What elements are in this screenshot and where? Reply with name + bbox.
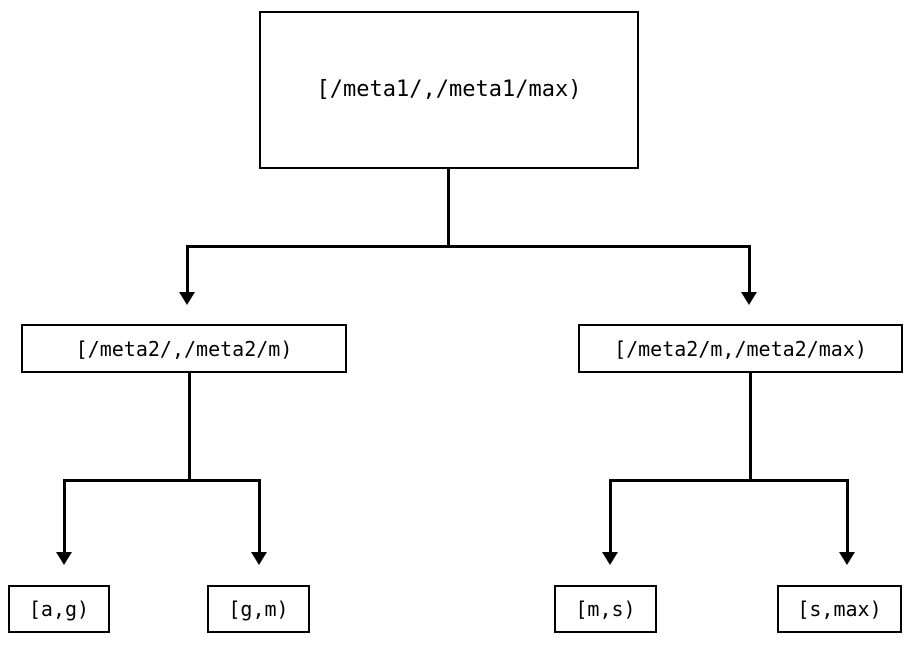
- arrowhead-mid-right-to-leaf-smax-icon: [839, 552, 855, 565]
- node-leaf-ms-label: [m,s): [575, 597, 636, 621]
- node-mid-left[interactable]: [/meta2/,/meta2/m): [21, 324, 347, 373]
- edge-root-to-mid-right-drop: [748, 245, 751, 293]
- edge-mid-left-stem: [188, 373, 191, 479]
- node-leaf-smax[interactable]: [s,max): [777, 585, 902, 633]
- node-root[interactable]: [/meta1/,/meta1/max): [259, 11, 639, 169]
- node-mid-right-label: [/meta2/m,/meta2/max): [614, 336, 867, 361]
- node-mid-left-label: [/meta2/,/meta2/m): [75, 336, 293, 361]
- arrowhead-root-to-mid-right-icon: [741, 292, 757, 305]
- node-leaf-ms[interactable]: [m,s): [554, 585, 657, 633]
- edge-mid-right-stem: [749, 373, 752, 479]
- node-leaf-gm[interactable]: [g,m): [207, 585, 310, 633]
- arrowhead-root-to-mid-left-icon: [179, 292, 195, 305]
- edge-mid-right-crossbar: [609, 479, 849, 482]
- node-mid-right[interactable]: [/meta2/m,/meta2/max): [578, 324, 903, 373]
- edge-mid-left-crossbar: [63, 479, 261, 482]
- edge-mid-left-to-leaf-gm-drop: [258, 479, 261, 553]
- arrowhead-mid-left-to-leaf-ag-icon: [56, 552, 72, 565]
- edge-root-crossbar: [186, 245, 751, 248]
- edge-mid-right-to-leaf-ms-drop: [609, 479, 612, 553]
- node-leaf-ag-label: [a,g): [28, 597, 90, 621]
- arrowhead-mid-left-to-leaf-gm-icon: [251, 552, 267, 565]
- edge-mid-right-to-leaf-smax-drop: [846, 479, 849, 553]
- edge-root-stem: [447, 169, 450, 245]
- node-leaf-smax-label: [s,max): [797, 597, 882, 621]
- node-leaf-gm-label: [g,m): [228, 597, 289, 621]
- node-root-label: [/meta1/,/meta1/max): [316, 77, 582, 102]
- node-leaf-ag[interactable]: [a,g): [8, 585, 110, 633]
- edge-mid-left-to-leaf-ag-drop: [63, 479, 66, 553]
- arrowhead-mid-right-to-leaf-ms-icon: [602, 552, 618, 565]
- edge-root-to-mid-left-drop: [186, 245, 189, 293]
